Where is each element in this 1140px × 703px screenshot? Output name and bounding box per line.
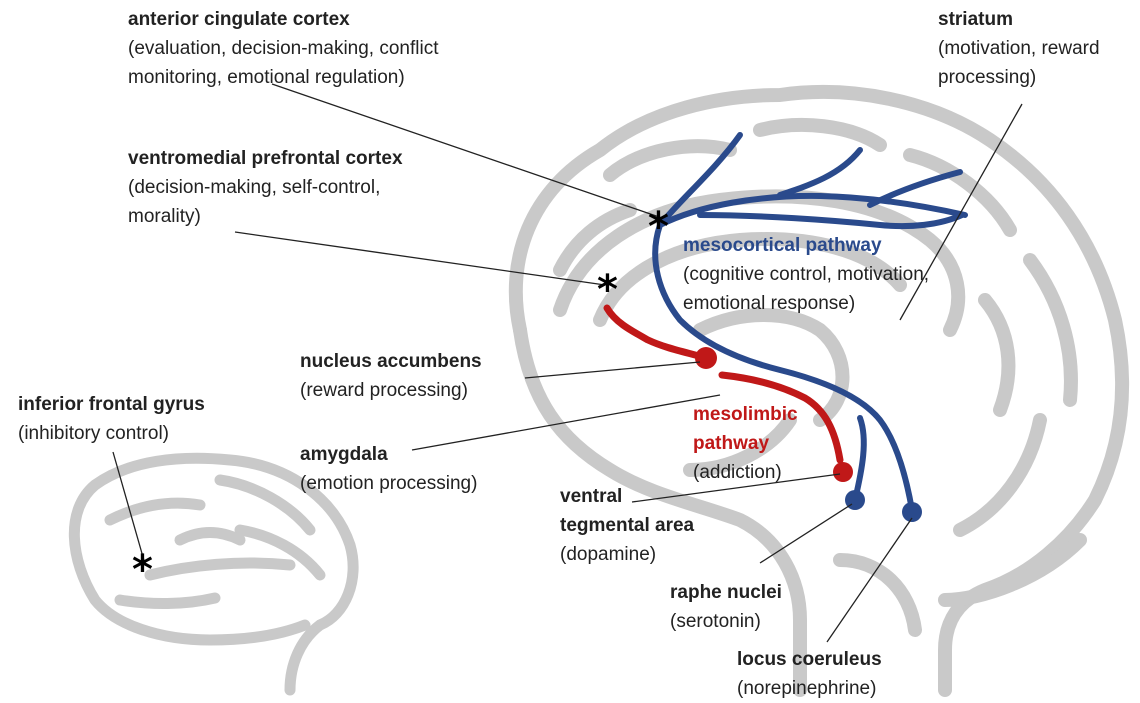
label-desc: (decision-making, self-control, [128, 173, 403, 202]
label-title: amygdala [300, 440, 477, 469]
label-desc: (serotonin) [670, 607, 782, 636]
lateral-gyrus-5 [180, 533, 240, 541]
label-striatum: striatum (motivation, reward processing) [938, 5, 1100, 92]
label-desc: emotional response) [683, 289, 929, 318]
gyrus-2 [760, 125, 880, 145]
acc-asterisk: * [648, 204, 669, 250]
blue-branch-far [870, 172, 960, 205]
label-desc: (motivation, reward [938, 34, 1100, 63]
label-mesolimbic: mesolimbic pathway (addiction) [693, 400, 798, 487]
vmpfc-asterisk: * [597, 267, 618, 313]
label-title: mesolimbic [693, 400, 798, 429]
label-desc: (emotion processing) [300, 469, 477, 498]
label-desc: (inhibitory control) [18, 419, 205, 448]
label-vmpfc: ventromedial prefrontal cortex (decision… [128, 144, 403, 231]
label-locus: locus coeruleus (norepinephrine) [737, 645, 882, 703]
label-title: ventromedial prefrontal cortex [128, 144, 403, 173]
label-desc: morality) [128, 202, 403, 231]
gyrus-9 [985, 300, 1008, 410]
label-anterior-cingulate: anterior cingulate cortex (evaluation, d… [128, 5, 439, 92]
label-title: mesocortical pathway [683, 231, 929, 260]
accumbens-node [695, 347, 717, 369]
label-vta: ventral tegmental area (dopamine) [560, 482, 694, 569]
label-desc: (addiction) [693, 458, 798, 487]
gyrus-5 [960, 420, 1040, 530]
blue-branch-top [780, 150, 860, 195]
gyrus-4 [1030, 260, 1071, 400]
blue-second-trunk [855, 418, 864, 500]
label-title: inferior frontal gyrus [18, 390, 205, 419]
lateral-sulcus [150, 563, 290, 575]
label-title: ventral [560, 482, 694, 511]
label-desc: (norepinephrine) [737, 674, 882, 703]
label-title: tegmental area [560, 511, 694, 540]
label-desc: processing) [938, 63, 1100, 92]
label-desc: monitoring, emotional regulation) [128, 63, 439, 92]
label-mesocortical: mesocortical pathway (cognitive control,… [683, 231, 929, 318]
gyrus-8 [840, 560, 915, 630]
label-title: striatum [938, 5, 1100, 34]
leader-vmpfc [235, 232, 605, 285]
red-vta-node [833, 462, 853, 482]
label-desc: (dopamine) [560, 540, 694, 569]
label-nucleus-accumbens: nucleus accumbens (reward processing) [300, 347, 482, 405]
blue-branch-low [700, 215, 962, 226]
lateral-gyrus-1 [110, 503, 200, 520]
ifg-asterisk: * [132, 547, 153, 593]
label-raphe: raphe nuclei (serotonin) [670, 578, 782, 636]
label-title: anterior cingulate cortex [128, 5, 439, 34]
label-desc: (cognitive control, motivation, [683, 260, 929, 289]
leader-accumbens [525, 362, 700, 378]
label-inferior-frontal: inferior frontal gyrus (inhibitory contr… [18, 390, 205, 448]
label-title: locus coeruleus [737, 645, 882, 674]
lateral-gyrus-2 [220, 480, 310, 530]
label-amygdala: amygdala (emotion processing) [300, 440, 477, 498]
cerebellum [945, 540, 1080, 600]
lateral-gyrus-3 [120, 598, 215, 604]
label-title: nucleus accumbens [300, 347, 482, 376]
label-title: pathway [693, 429, 798, 458]
label-desc: (evaluation, decision-making, conflict [128, 34, 439, 63]
label-desc: (reward processing) [300, 376, 482, 405]
label-title: raphe nuclei [670, 578, 782, 607]
